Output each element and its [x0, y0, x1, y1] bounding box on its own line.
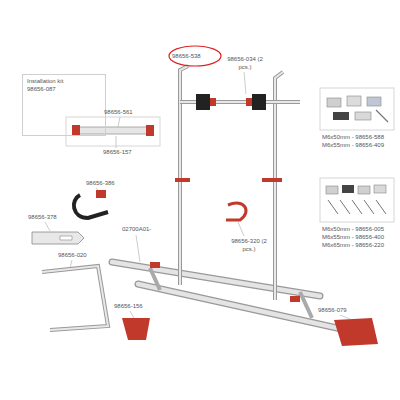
part-number: 98656-079	[318, 307, 347, 315]
part-number: M6x55mm - 98656-409	[322, 142, 384, 150]
part-number: M6x50mm - 98656-588	[322, 134, 384, 142]
part-number: 98656-020	[58, 252, 87, 260]
part-number: 02700A01-	[122, 226, 151, 234]
part-number: 98656-156	[114, 303, 143, 311]
part-number: M6x55mm - 98656-400	[322, 234, 384, 242]
part-number: 98656-538	[172, 53, 201, 61]
part-number: M6x50mm - 98656-005	[322, 226, 384, 234]
part-number: 98656-034 (2 pcs.)	[226, 56, 264, 71]
part-number: 98656-378	[28, 214, 57, 222]
kit-label: Installation kit 98656-087	[23, 75, 83, 96]
part-number: 98656-386	[86, 180, 115, 188]
part-number: M6x65mm - 98656-220	[322, 242, 384, 250]
part-number: 98656-561	[104, 109, 133, 117]
part-number: 98656-320 (2 pcs.)	[230, 238, 268, 253]
kit-box: Installation kit 98656-087	[22, 74, 106, 136]
part-number: 98656-157	[103, 149, 132, 157]
